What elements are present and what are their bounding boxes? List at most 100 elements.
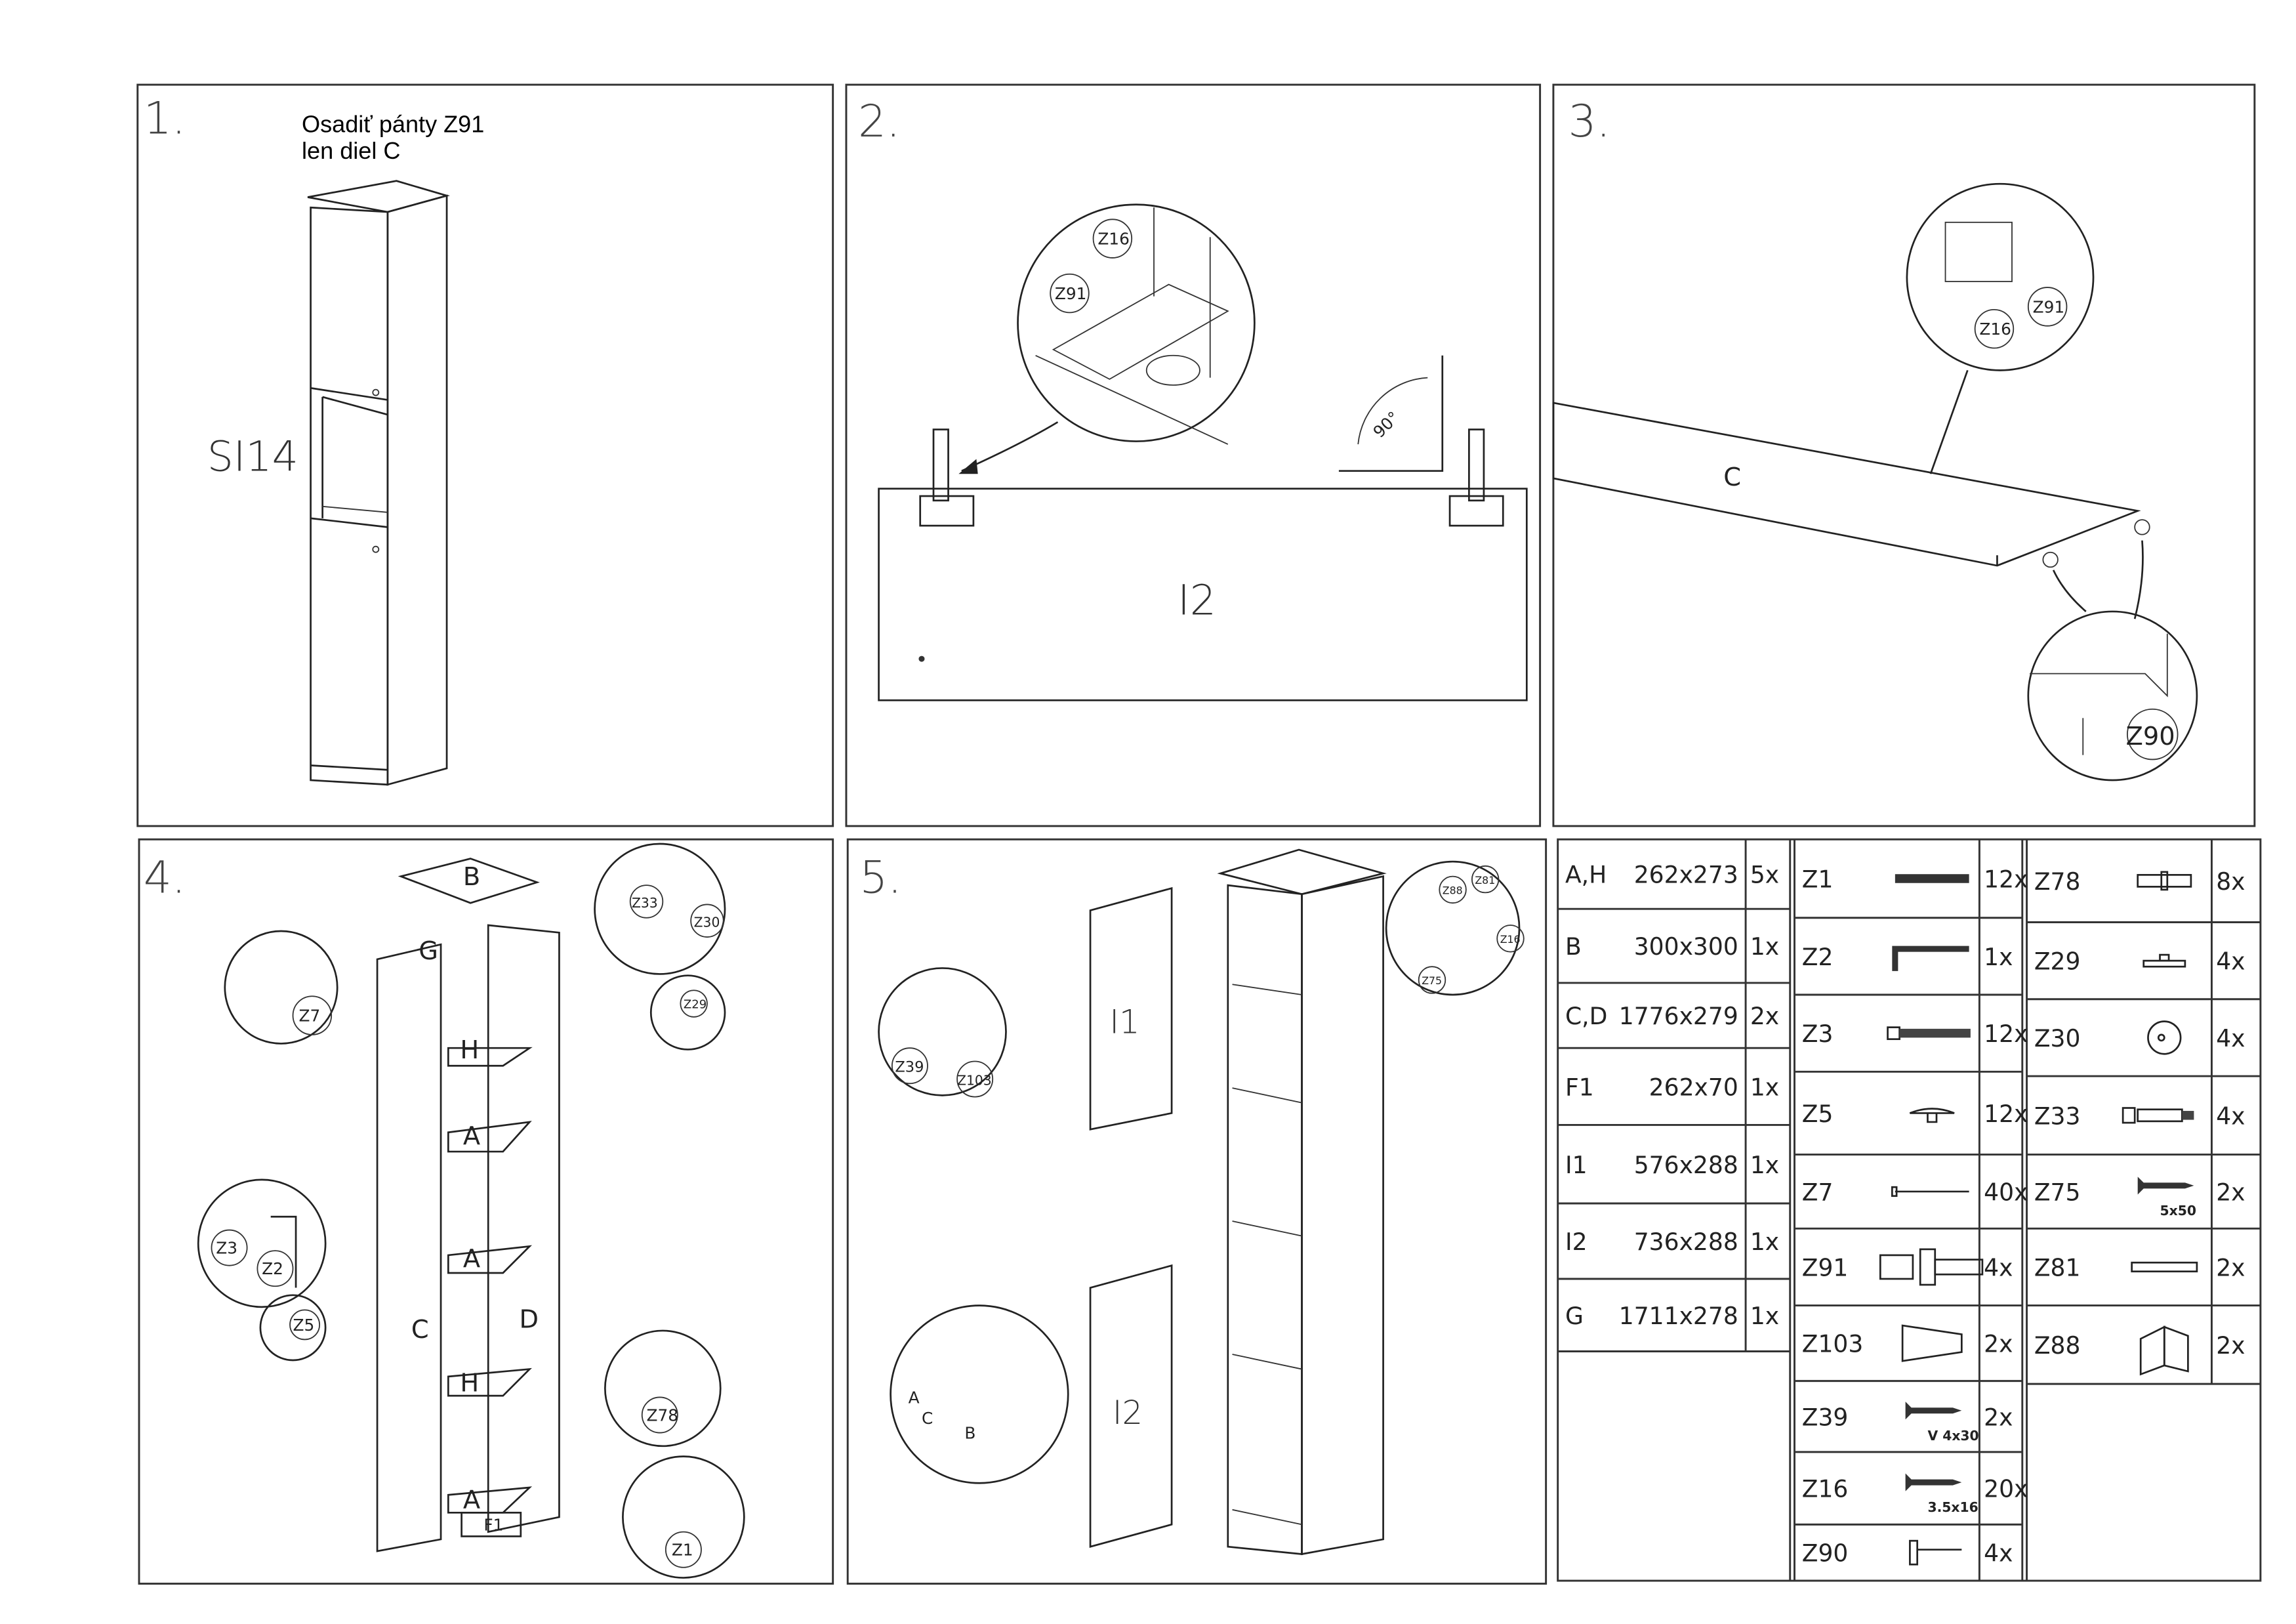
part-size: 1776x279: [1619, 1003, 1738, 1030]
hardware-spec: 3.5x16: [1927, 1499, 1978, 1515]
svg-text:Z103: Z103: [957, 1073, 992, 1089]
panel-label: C: [1723, 463, 1741, 492]
svg-text:Z16: Z16: [1500, 933, 1521, 946]
part-qty: 1x: [1750, 1073, 1779, 1101]
hardware-qty: 12x: [1984, 1020, 2028, 1048]
part-size: 736x288: [1634, 1228, 1738, 1256]
step-number: 3.: [1568, 95, 1610, 147]
part-qty: 1x: [1750, 1228, 1779, 1256]
hardware-qty: 40x: [1984, 1178, 2028, 1206]
step-number: 1.: [144, 93, 186, 144]
panel-label: D: [520, 1304, 539, 1334]
hardware-id: Z30: [2034, 1025, 2081, 1052]
hardware-id: Z78: [2034, 868, 2081, 896]
part-qty: 1x: [1750, 1152, 1779, 1179]
hardware-spec: V 4x30: [1927, 1428, 1978, 1444]
part-id: C,D: [1565, 1003, 1607, 1030]
wall-plug-icon: [2131, 1261, 2198, 1273]
hardware-id: Z91: [1802, 1254, 1849, 1281]
carcass-drawing: [376, 858, 560, 1552]
step-note: Osadiť pánty Z91: [302, 110, 484, 137]
callout-z91: Z91: [2033, 297, 2065, 316]
cam-lock-icon: [2147, 1020, 2182, 1055]
step-number: 2.: [858, 95, 901, 147]
part-qty: 5x: [1750, 862, 1779, 889]
svg-text:Z2: Z2: [262, 1259, 283, 1278]
confirmat-screw-icon: [1887, 1026, 1971, 1041]
svg-text:Z88: Z88: [1443, 885, 1463, 897]
svg-text:Z1: Z1: [672, 1541, 693, 1560]
hardware-qty: 1x: [1984, 944, 2013, 971]
hardware-row: Z3 12x: [1802, 1020, 2028, 1048]
part-id: A,H: [1565, 862, 1607, 889]
panel-label: B: [463, 862, 480, 892]
step-4-panel: [138, 838, 834, 1585]
svg-text:Z39: Z39: [895, 1058, 924, 1075]
cover-cap-icon: [1909, 1108, 1955, 1123]
svg-text:Z29: Z29: [684, 997, 707, 1011]
part-size: 262x70: [1649, 1073, 1738, 1101]
detail-magnifier: Z16 Z91: [958, 203, 1256, 474]
hardware-qty: 4x: [2216, 1102, 2245, 1130]
step-number: 5.: [859, 851, 902, 903]
hardware-row: Z16 3.5x16 20x: [1802, 1473, 2028, 1515]
svg-text:Z30: Z30: [694, 914, 720, 930]
part-id: I1: [1565, 1152, 1588, 1179]
svg-text:C: C: [922, 1409, 933, 1428]
screw-icon: [1905, 1402, 1962, 1420]
callout-z16: Z16: [1097, 230, 1130, 249]
table-row: A,H 262x273 5x: [1565, 862, 1779, 889]
svg-text:Z7: Z7: [299, 1007, 321, 1026]
angle-bracket-icon: [2139, 1325, 2189, 1376]
hardware-id: Z16: [1802, 1476, 1849, 1503]
detail-magnifier: Z16 Z91: [1906, 182, 2095, 474]
allen-key-icon: [1892, 946, 1969, 971]
panel-label: A: [463, 1486, 480, 1515]
hardware-qty: 4x: [1984, 1540, 2013, 1568]
hardware-qty: 8x: [2216, 868, 2245, 896]
wood-screw-icon: [2137, 1176, 2194, 1195]
hardware-id: Z3: [1802, 1020, 1834, 1048]
part-size: 262x273: [1634, 862, 1738, 889]
svg-text:Z33: Z33: [632, 895, 658, 911]
hardware-id: Z81: [2034, 1254, 2081, 1281]
hardware-row: Z78 8x: [2034, 868, 2245, 896]
panel-label: A: [463, 1121, 480, 1151]
hardware-qty: 20x: [1984, 1476, 2028, 1503]
hardware-row: Z88 2x: [2034, 1325, 2245, 1376]
step-number: 4.: [144, 851, 186, 903]
panel-label: G: [419, 936, 438, 966]
hardware-qty: 12x: [1984, 1100, 2028, 1128]
detail-magnifiers: Z7 Z33 Z30 Z29 Z3 Z2 Z5 Z78 Z1: [197, 843, 745, 1579]
product-code: SI14: [207, 432, 298, 481]
hardware-qty: 2x: [2216, 1254, 2245, 1281]
part-id: B: [1565, 933, 1582, 961]
part-size: 300x300: [1634, 933, 1738, 961]
hardware-qty: 4x: [1984, 1254, 2013, 1281]
svg-text:Z81: Z81: [1475, 874, 1495, 886]
hardware-row: Z30 4x: [2034, 1020, 2245, 1055]
hardware-spec: 5x50: [2160, 1203, 2196, 1218]
hardware-qty: 4x: [2216, 1025, 2245, 1052]
step-3-panel: [1552, 83, 2256, 827]
hardware-id: Z88: [2034, 1332, 2081, 1360]
panel-label: I2: [1113, 1394, 1143, 1432]
svg-text:Z78: Z78: [647, 1405, 679, 1425]
hardware-qty: 4x: [2216, 948, 2245, 976]
panel-label: F1: [483, 1515, 503, 1534]
callout-z91: Z91: [1055, 284, 1087, 303]
hinge-drawing: [919, 428, 1504, 527]
hardware-qty: 2x: [2216, 1332, 2245, 1360]
step-note: len diel C: [302, 137, 400, 164]
part-qty: 1x: [1750, 933, 1779, 961]
hardware-id: Z29: [2034, 948, 2081, 976]
